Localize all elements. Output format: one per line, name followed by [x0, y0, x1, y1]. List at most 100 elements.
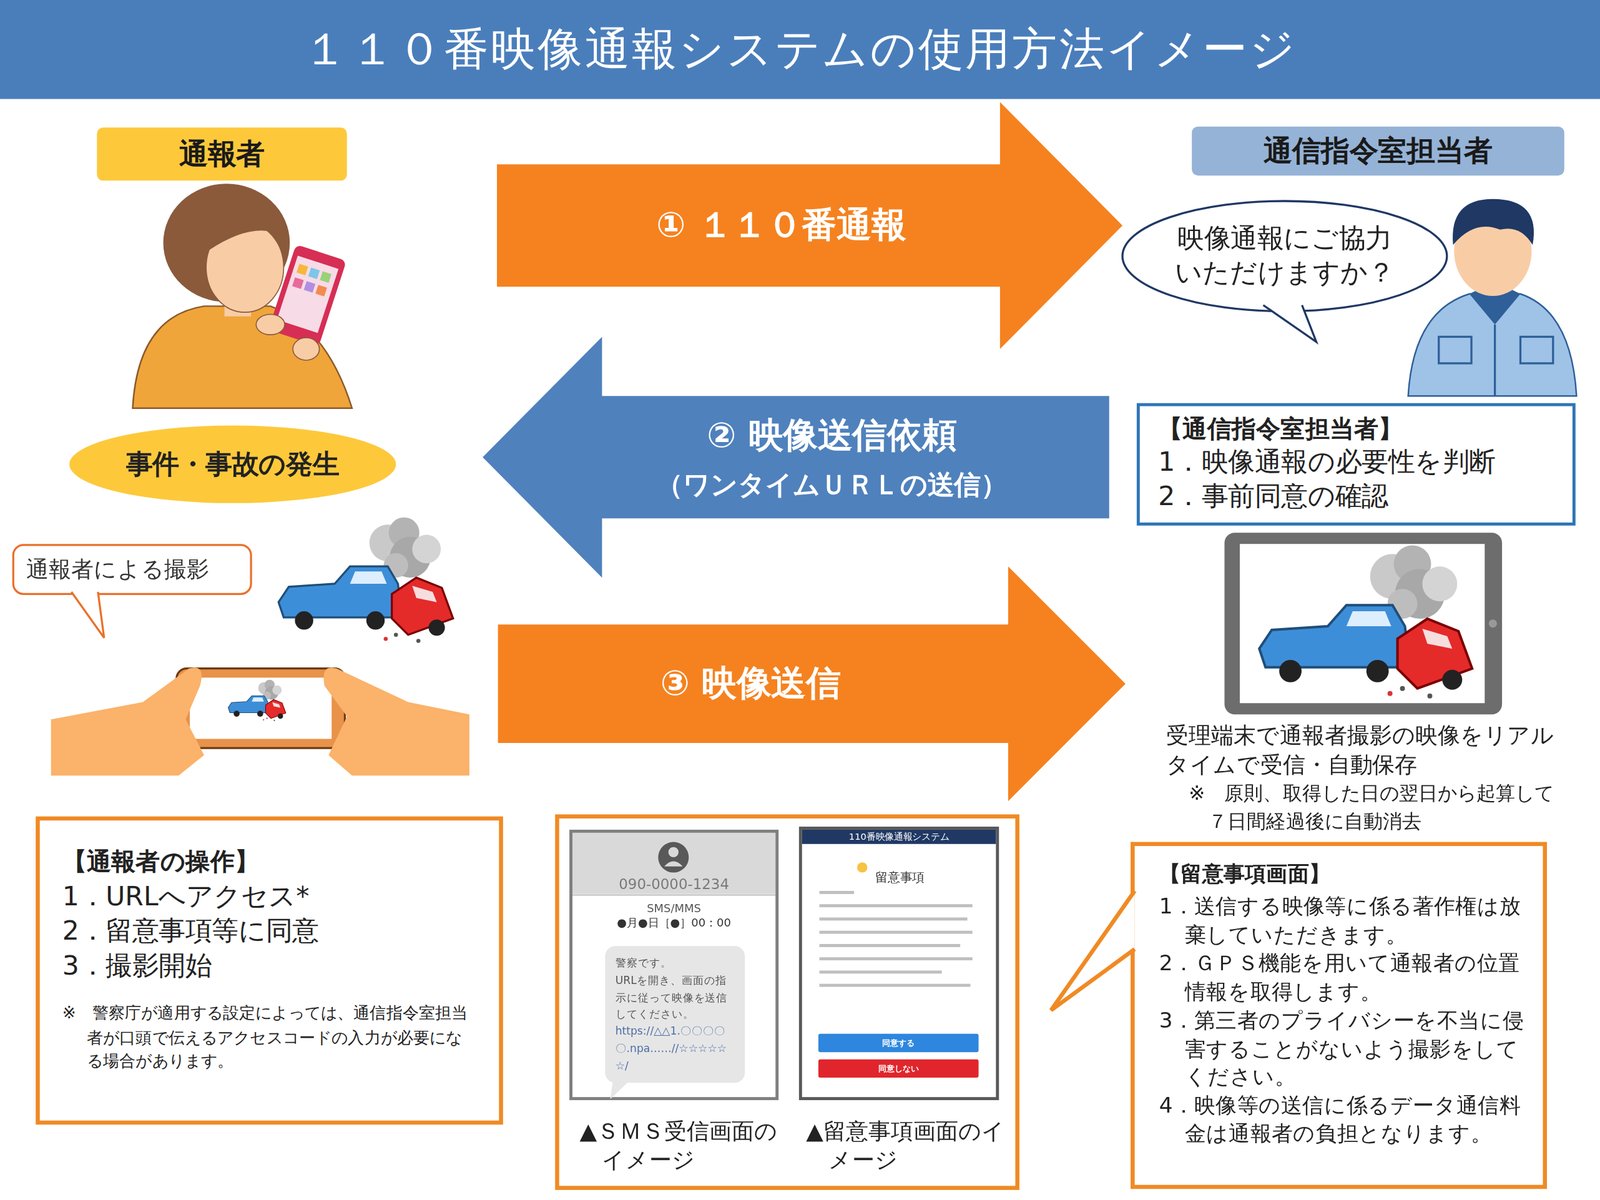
accident-scene [278, 517, 454, 643]
sms-screen-header-part [668, 847, 679, 858]
agree-button: 同意する [818, 1033, 979, 1052]
notice-screen-lines-part [819, 890, 855, 894]
tablet [1224, 532, 1502, 715]
notice-screen-lines-part [819, 903, 973, 908]
hands-phone-part [176, 668, 346, 748]
tablet-part [1239, 543, 1485, 703]
title-bar: １１０番映像通報システムの使用方法イメージ [0, 0, 1600, 100]
bubble-tail [71, 591, 104, 639]
node-text: 1．映像通報の必要性を判断 [1158, 445, 1554, 480]
block-arrow: ③ 映像送信 [498, 566, 1126, 801]
node-text: 4．映像等の送信に係るデータ通信料金は通報者の負担となります。 [1159, 1092, 1531, 1150]
node-text: SMS/MMS [646, 902, 702, 916]
node-text: 同意しない [878, 1062, 919, 1074]
hands-phone-part [189, 677, 332, 739]
node-text: ③ 映像送信 [660, 660, 841, 708]
node-text: 【通報者の操作】 [62, 844, 477, 878]
notice-screen-lines-part [819, 930, 973, 934]
sms-screen-header-part [664, 861, 683, 867]
node-text: 事件・事故の発生 [126, 446, 340, 482]
node-text: 110番映像通報システム [802, 829, 997, 845]
node-text: 同意する [882, 1037, 915, 1049]
officer-figure-part [1493, 324, 1496, 396]
sms-bubble: 警察です。URLを開き、画面の指示に従って映像を送信してください。https:/… [604, 945, 745, 1082]
woman-figure-part [292, 337, 320, 361]
bubble-tail [1051, 890, 1135, 1011]
sms-screen-header-part [572, 832, 776, 894]
block-arrow: ② 映像送信依頼 （ワンタイムＵＲＬの送信） [482, 336, 1110, 578]
node-text: （ワンタイムＵＲＬの送信） [656, 466, 1007, 503]
arrow-shape [496, 101, 1123, 349]
notice-screen-lines-part [819, 970, 943, 974]
hands-phone [51, 667, 470, 776]
hands-phone-part [228, 679, 286, 722]
node-text: 【留意事項画面】 [1159, 860, 1531, 889]
accident-scene-part [278, 517, 454, 643]
arrow-shape [482, 336, 1110, 578]
woman-figure-part-part [277, 255, 339, 334]
node-outline [69, 425, 396, 504]
woman-figure [132, 183, 352, 409]
bubble-tail [1263, 305, 1317, 343]
officer-figure-part [1452, 199, 1534, 246]
disagree-button: 同意しない [818, 1059, 979, 1078]
officer-figure [1408, 199, 1577, 396]
node-text: URLを開き、画面の指示に従って映像を送信してください。 [615, 971, 735, 1023]
hands-phone-part [323, 667, 469, 776]
woman-figure-part-part [304, 280, 316, 293]
node-text: 3．撮影開始 [62, 948, 477, 983]
node-text: 1．URLへアクセス* [62, 879, 477, 914]
node-text: https://△△1.〇〇〇〇〇.npa……//☆☆☆☆☆☆/ [615, 1022, 735, 1074]
sms-screen-header-part [657, 842, 689, 873]
woman-figure-part-part [308, 267, 321, 280]
notice-screen-lines-part [819, 983, 971, 987]
callout-box: 【留意事項画面】 1．送信する映像等に係る著作権は放棄していただきます。2．ＧＰＳ… [1130, 842, 1547, 1190]
node-text: ① １１０番通報 [656, 202, 906, 250]
woman-figure-part-part [315, 284, 328, 297]
node-outline [13, 544, 251, 594]
bubble-tail-line [1051, 890, 1135, 1011]
info-box: 【通報者の操作】1．URLへアクセス*2．留意事項等に同意3．撮影開始 ※ 警察庁… [35, 816, 504, 1125]
title: １１０番映像通報システムの使用方法イメージ [302, 19, 1297, 80]
node-text: ▲留意事項画面のイメージ [805, 1117, 1011, 1176]
node-text: 通報者による撮影 [26, 554, 238, 585]
node-text: 【通信指令室担当者】 [1158, 412, 1554, 445]
block-arrow: ① １１０番通報 [496, 101, 1123, 349]
notice-screen-lines-part [819, 957, 973, 961]
node-text: 2．ＧＰＳ機能を用いて通報者の位置情報を取得します。 [1159, 949, 1531, 1007]
node-shape [482, 336, 1110, 578]
note-label: 受理端末で通報者撮影の映像をリアルタイムで受信・自動保存 [1166, 721, 1564, 780]
node-text: 警察です。 [615, 953, 735, 971]
woman-figure-part-part [296, 263, 309, 276]
speech-bubble: 映像通報にご協力いただけますか？ [1120, 199, 1449, 314]
node-text: ▲ＳＭＳ受信画面のイメージ [579, 1117, 784, 1176]
sms-screen-header [572, 832, 776, 896]
bubble-tail-line [1263, 305, 1317, 343]
node-shape [1120, 199, 1449, 314]
node-outline [1132, 844, 1545, 1187]
speech-bubble: 通報者による撮影 [12, 543, 253, 595]
officer-figure-part [1438, 336, 1472, 363]
notice-screen-lines-part [819, 943, 961, 948]
node-text: 通報者 [179, 134, 265, 174]
node-text: 2．留意事項等に同意 [62, 913, 477, 949]
node-text: 2．事前同意の確認 [1158, 479, 1554, 514]
sms-screen-header-part [572, 894, 776, 896]
woman-figure-part [202, 213, 286, 251]
node-text: ② 映像送信依頼 [706, 412, 957, 459]
node-outline [604, 945, 745, 1083]
event-ellipse: 事件・事故の発生 [69, 425, 396, 504]
arrow-shape [498, 566, 1126, 801]
woman-figure-part-part [319, 271, 332, 284]
woman-figure-part [255, 314, 285, 335]
node-text: 1．送信する映像等に係る著作権は放棄していただきます。 [1159, 892, 1531, 950]
node-text: 映像通報にご協力いただけますか？ [1167, 221, 1403, 291]
node-text: 留意事項 [802, 869, 997, 888]
role-label: 通信指令室担当者 [1191, 126, 1565, 176]
role-label: 通報者 [96, 127, 347, 181]
node-text: ※ 警察庁が適用する設定によっては、通信指令室担当者が口頭で伝えるアクセスコード… [62, 1001, 477, 1073]
node-outline [1122, 201, 1448, 312]
info-box: 【通信指令室担当者】1．映像通報の必要性を判断2．事前同意の確認 [1136, 403, 1576, 526]
tablet-part [1259, 544, 1473, 698]
